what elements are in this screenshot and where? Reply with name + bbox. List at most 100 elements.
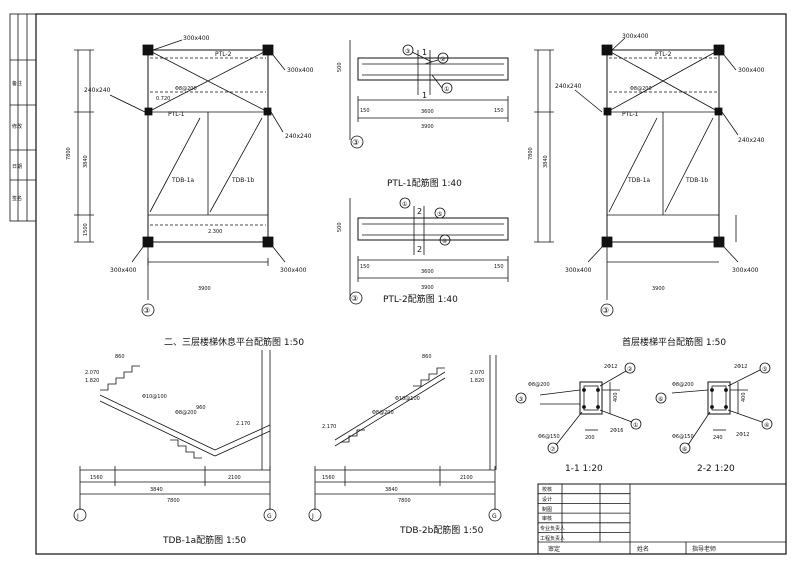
strip-label-c: 日期: [12, 164, 22, 170]
dim-width: 3900: [198, 286, 211, 292]
dim-1560: 1560: [322, 475, 335, 481]
title-plan-upper: 二、三层楼梯休息平台配筋图 1:50: [164, 336, 304, 348]
elev-3: 2.170: [236, 421, 250, 427]
strip-label-d: 签名: [12, 195, 22, 202]
dim-200: 200: [585, 435, 595, 441]
rebar-1: Φ10@100: [395, 396, 420, 402]
tb-approve: 审定: [548, 545, 560, 553]
left-strip: 备注 修改 日期 签名: [9, 13, 37, 222]
tb-row-6: 工程负责人: [540, 535, 565, 542]
mark-4: ④: [764, 422, 769, 429]
rebar-bottom: 2Φ16: [610, 428, 623, 434]
rebar-slab: Φ8@200: [672, 382, 694, 388]
mark-5: ⑤: [437, 211, 442, 218]
dim-500: 500: [337, 62, 343, 72]
section-1b: 1: [422, 91, 427, 100]
column-mark: [263, 107, 272, 116]
section-2-2: ⑥ ⑤ ④ ⑥ 2Φ12 2Φ12 Φ8@200 Φ6@150 240 400 …: [655, 362, 773, 474]
axis-j: J: [76, 513, 79, 520]
dim-3900: 3900: [421, 285, 434, 291]
elev-1: 2.070: [85, 370, 99, 376]
col-size-bottom-right: 300x400: [732, 267, 759, 274]
beam-ptl1: PTL-1: [622, 111, 639, 118]
dim-3600: 3600: [421, 269, 434, 275]
title-ptl2: PTL-2配筋图 1:40: [383, 293, 458, 305]
slab-a: TDB-1a: [171, 177, 194, 184]
column-mark: [262, 236, 274, 248]
ptl2-detail: ① ⑤ ④ 2 2 3600 3900 150 150 500 ③ PTL-2配…: [337, 197, 509, 305]
mark-6b: ⑥: [682, 446, 687, 453]
slab-b: TDB-1b: [685, 177, 708, 184]
dim-860: 860: [422, 354, 432, 360]
dim-150: 150: [360, 108, 370, 114]
col-size-bottom-right: 300x400: [280, 267, 307, 274]
dim-total: 7800: [528, 147, 534, 160]
title-block: 校核 设计 制图 审核 专业负责人 工程负责人 审定 姓名 指导老师: [537, 483, 787, 555]
col-size-bottom-left: 300x400: [110, 267, 137, 274]
column-mark: [713, 236, 725, 248]
section-2b: 2: [417, 245, 422, 254]
dim-7800: 7800: [167, 498, 180, 504]
col-size-top: 300x400: [183, 35, 210, 42]
title-plan-ground: 首层楼梯平台配筋图 1:50: [622, 336, 726, 348]
dim-inner: 3840: [83, 155, 89, 168]
title-sec11: 1-1 1:20: [565, 464, 603, 474]
dim-3600: 3600: [421, 109, 434, 115]
rebar-bottom: 2Φ12: [736, 432, 749, 438]
rebar-2: Φ8@200: [175, 410, 197, 416]
title-tdb1a: TDB-1a配筋图 1:50: [162, 534, 246, 546]
rebar-stirrup: Φ6@150: [538, 434, 560, 440]
dim-3900: 3900: [421, 124, 434, 130]
slab-a: TDB-1a: [627, 177, 650, 184]
elev-note-b: 2.300: [208, 229, 222, 235]
dim-width: 3900: [652, 286, 665, 292]
dim-400: 400: [613, 392, 619, 402]
dim-150: 150: [360, 264, 370, 270]
section-1: 1: [422, 48, 427, 57]
rebar-note: Φ8@200: [630, 86, 652, 92]
mark-1: ①: [444, 86, 449, 93]
tb-row-1: 校核: [542, 486, 552, 493]
col-size-mid: 240x240: [84, 87, 111, 94]
dim-150b: 150: [494, 108, 504, 114]
beam-ptl1: PTL-1: [168, 111, 185, 118]
axis-g: G: [492, 513, 497, 520]
mark-3: ③: [518, 396, 523, 403]
tdb2b-detail: 860 2.070 1.820 Φ10@100 Φ8@200 2.170 156…: [308, 354, 502, 536]
dim-7800: 7800: [398, 498, 411, 504]
col-size-mid-right: 240x240: [738, 137, 765, 144]
axis-label: ③: [351, 294, 358, 303]
title-ptl1: PTL-1配筋图 1:40: [387, 177, 462, 189]
column-mark: [603, 107, 612, 116]
column-mark: [144, 107, 153, 116]
plan-ground: 300x400 300x400 240x240 240x240 300x400 …: [528, 33, 765, 348]
rebar-stirrup: Φ6@150: [672, 434, 694, 440]
plan-upper: 300x400 300x400 240x240 240x240 300x400 …: [66, 35, 314, 348]
dim-1560: 1560: [90, 475, 103, 481]
tb-name: 姓名: [637, 545, 649, 553]
elev-3: 2.170: [322, 424, 336, 430]
dim-860: 860: [115, 354, 125, 360]
tb-row-3: 制图: [542, 506, 552, 513]
rebar-1: Φ10@100: [142, 394, 167, 400]
axis-bubble: [600, 303, 614, 317]
elev-2: 1.820: [470, 378, 484, 384]
col-size-bottom-left: 300x400: [565, 267, 592, 274]
section-1-1: ③ ② ① ⑦ 2Φ12 2Φ16 Φ8@200 Φ6@150 200 400 …: [515, 362, 642, 474]
rebar-2: Φ8@200: [372, 410, 394, 416]
col-size-mid-right: 240x240: [285, 133, 312, 140]
dim-960: 960: [196, 405, 206, 411]
strip-label-b: 修改: [12, 123, 22, 130]
beam-ptl2: PTL-2: [655, 51, 672, 58]
dim-2100: 2100: [460, 475, 473, 481]
column-mark: [714, 107, 723, 116]
dim-3840: 3840: [385, 487, 398, 493]
title-sec22: 2-2 1:20: [697, 464, 735, 474]
slab-b: TDB-1b: [231, 177, 254, 184]
column-mark: [713, 44, 725, 56]
elev-1: 2.070: [470, 370, 484, 376]
tb-row-4: 审核: [542, 515, 552, 522]
dim-400: 400: [741, 392, 747, 402]
mark-1: ①: [633, 422, 638, 429]
